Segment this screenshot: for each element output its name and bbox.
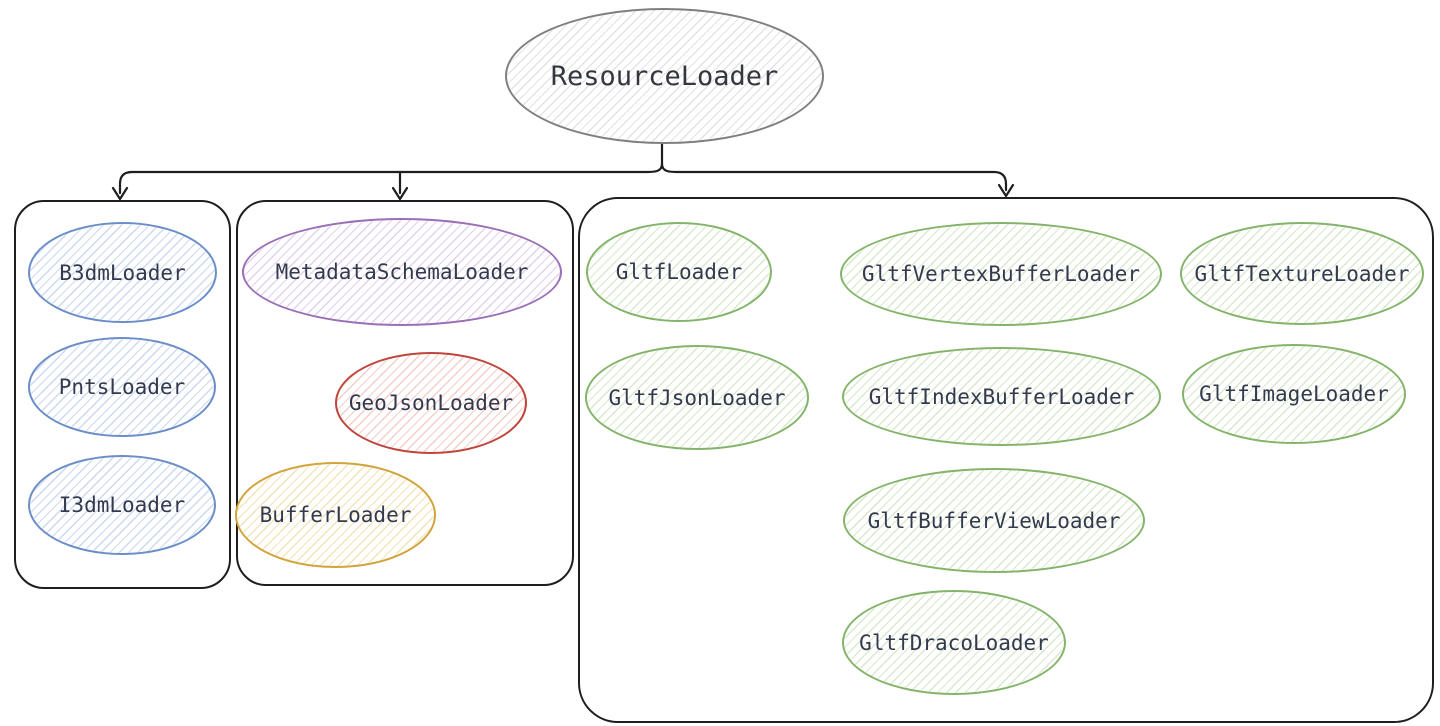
node-i3dmloader[interactable]: I3dmLoader bbox=[28, 455, 216, 555]
node-gltfindexbufferloader[interactable]: GltfIndexBufferLoader bbox=[842, 347, 1161, 446]
node-geojsonloader[interactable]: GeoJsonLoader bbox=[335, 352, 527, 454]
node-b3dmloader[interactable]: B3dmLoader bbox=[28, 222, 217, 323]
node-metadataschemaloader[interactable]: MetadataSchemaLoader bbox=[242, 218, 562, 326]
node-gltfjsonloader[interactable]: GltfJsonLoader bbox=[585, 345, 809, 450]
node-gltfvertexbufferloader[interactable]: GltfVertexBufferLoader bbox=[840, 222, 1162, 326]
node-gltfloader[interactable]: GltfLoader bbox=[586, 222, 772, 322]
node-gltfbufferviewloader[interactable]: GltfBufferViewLoader bbox=[843, 468, 1145, 573]
edge-to-right-group bbox=[660, 162, 1008, 192]
edge-to-left-group bbox=[118, 162, 664, 195]
node-gltfimageloader[interactable]: GltfImageLoader bbox=[1182, 344, 1406, 444]
node-pntsloader[interactable]: PntsLoader bbox=[28, 337, 216, 437]
arrowhead-left bbox=[111, 186, 129, 201]
arrowhead-middle bbox=[391, 186, 409, 201]
node-gltftextureloader[interactable]: GltfTextureLoader bbox=[1180, 222, 1424, 325]
node-bufferloader[interactable]: BufferLoader bbox=[235, 462, 436, 568]
node-gltfdracoloader[interactable]: GltfDracoLoader bbox=[842, 590, 1066, 695]
arrowhead-right bbox=[997, 183, 1015, 198]
node-resourceloader[interactable]: ResourceLoader bbox=[505, 8, 824, 144]
